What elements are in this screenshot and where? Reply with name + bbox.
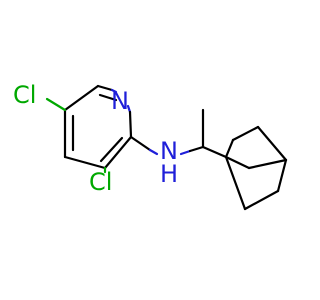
pyridine-nitrogen-label: N (111, 87, 129, 115)
bond-bridge-b (247, 158, 288, 170)
amine-hydrogen-label: H (160, 160, 178, 188)
bond-c3-c4 (63, 155, 107, 170)
bond-ch-bicycle (201, 145, 228, 159)
bond-c5-c6 (63, 84, 100, 112)
bond-c5-cl (45, 97, 67, 112)
bond-c2-c3-double (99, 136, 124, 163)
bond-bridge-a (224, 155, 251, 170)
amine-nitrogen-label: N (160, 137, 178, 165)
bonds (45, 84, 288, 211)
chlorine-top-label: Cl (13, 81, 36, 109)
bond-c2-c3 (103, 135, 133, 170)
bond-c6-c1-bicycle (224, 138, 235, 159)
molecule-structure: Cl Cl N N H (13, 81, 288, 211)
atom-labels: Cl Cl N N H (13, 81, 178, 196)
bond-c6-n1 (96, 84, 114, 92)
bond-c3-c4-bicycle (276, 158, 288, 193)
bond-c1-c2 (224, 155, 247, 211)
bond-nh-ch-hetero (179, 149, 192, 156)
bond-c6-n1-double (98, 93, 118, 102)
bond-c5-c6-bicycle (231, 125, 260, 142)
bond-c6-n1-hetero (110, 88, 118, 94)
bond-nh-ch (188, 145, 205, 153)
bond-c2-nh-hetero (148, 148, 159, 156)
bond-n1-c2 (128, 110, 133, 139)
chlorine-bottom-label: Cl (89, 168, 112, 196)
bond-c2-nh (129, 135, 152, 152)
bond-c2-c3-bicycle (243, 189, 280, 211)
bond-c4-c5-bicycle (256, 125, 288, 162)
